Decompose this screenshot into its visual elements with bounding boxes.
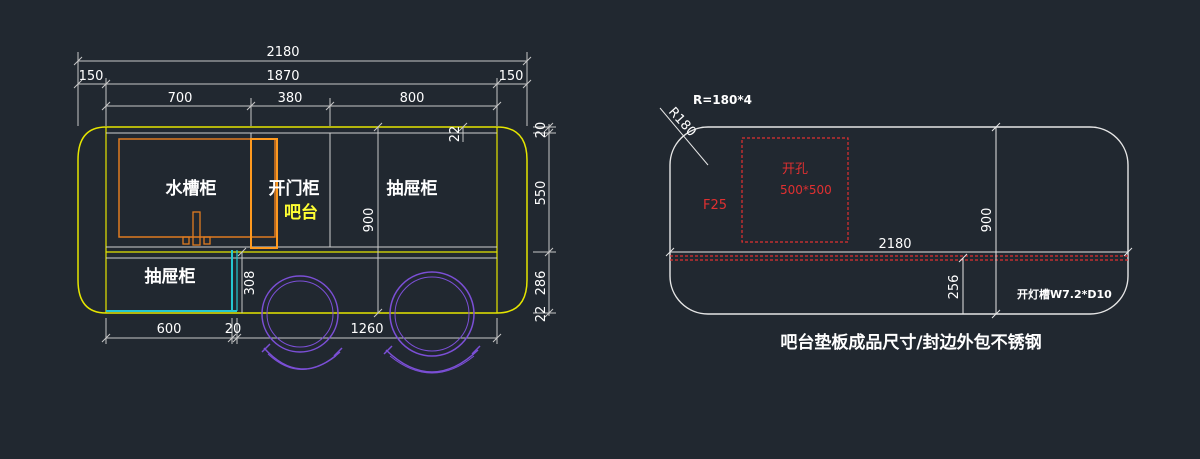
bar-stools	[261, 271, 481, 374]
radius-note: R=180*4	[693, 93, 752, 107]
dim-left-end: 150	[79, 69, 104, 84]
light-slot-label: 开灯槽W7.2*D10	[1017, 287, 1112, 301]
dim-door-width: 380	[278, 91, 303, 106]
label-drawer-cabinet-right: 抽屉柜	[387, 178, 438, 199]
dim-lower-drawer: 308	[243, 271, 258, 296]
dim-overall: 2180	[266, 45, 299, 60]
label-door-cabinet: 开门柜	[269, 178, 320, 199]
bar-board-outline	[669, 126, 1129, 315]
faucet	[192, 211, 201, 246]
dim-inner-gap: 22	[448, 126, 463, 143]
left-plan: 2180 150 1870 150 700 380 800	[73, 45, 556, 374]
dim-middle: 1870	[266, 69, 299, 84]
bar-highlight	[250, 138, 278, 249]
sink-outline	[118, 138, 276, 238]
label-sink-cabinet: 水槽柜	[166, 178, 217, 199]
board-caption: 吧台垫板成品尺寸/封边外包不锈钢	[780, 332, 1041, 353]
dim-bottom-gap-20: 20	[225, 322, 242, 337]
right-plan: R180 R=180*4 开孔 500*500 F25 2180 900 256…	[659, 93, 1133, 353]
dim-bottom-rest: 1260	[350, 322, 383, 337]
dim-bottom-drawer: 600	[157, 322, 182, 337]
f-label: F25	[703, 198, 727, 213]
dim-upper-depth: 550	[534, 181, 549, 206]
dim-board-height: 900	[980, 208, 995, 233]
label-bar: 吧台	[284, 202, 318, 223]
dim-height: 900	[362, 208, 377, 233]
hole-label: 开孔	[782, 162, 808, 177]
label-drawer-cabinet-bottom: 抽屉柜	[145, 266, 196, 287]
dim-top-gap: 20	[534, 122, 549, 139]
top-dimensions	[73, 52, 532, 126]
dim-lower-depth: 286	[534, 271, 549, 296]
dim-bottom-gap: 22	[534, 306, 549, 323]
hole-outline	[741, 137, 849, 243]
dim-drawer-width: 800	[400, 91, 425, 106]
dim-strip: 256	[947, 275, 962, 300]
hole-size: 500*500	[780, 183, 832, 197]
dim-sink-width: 700	[168, 91, 193, 106]
dim-right-end: 150	[499, 69, 524, 84]
dim-board-length: 2180	[878, 237, 911, 252]
